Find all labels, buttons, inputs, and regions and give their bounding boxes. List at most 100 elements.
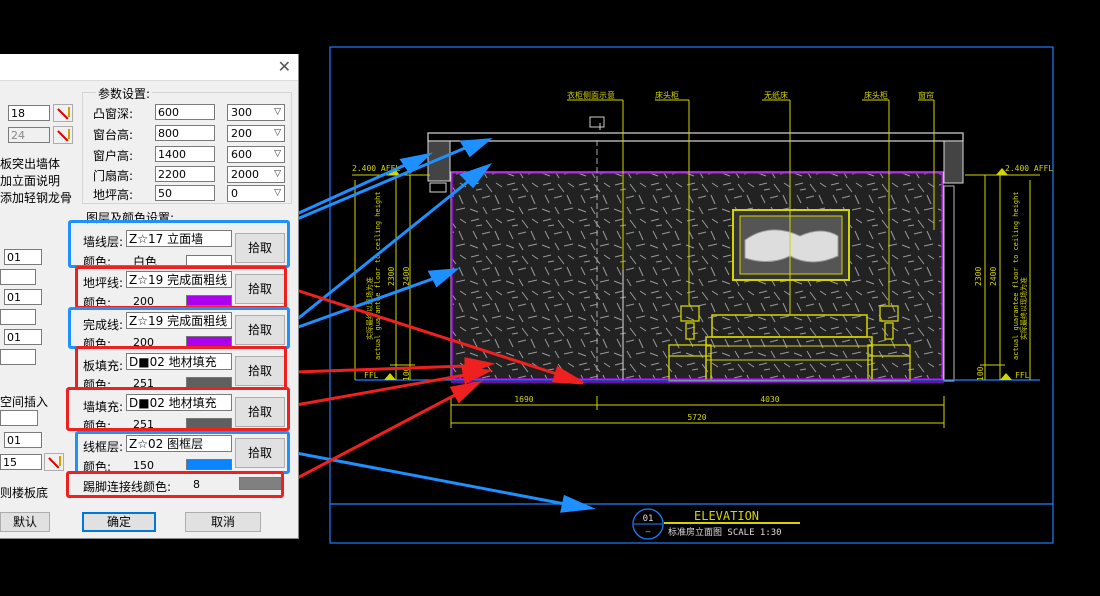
param-input[interactable]: 1400 <box>155 146 215 162</box>
color-value: 200 <box>133 336 154 349</box>
check-label-keel[interactable]: 添加轻钢龙骨 <box>0 191 73 205</box>
close-icon[interactable]: ✕ <box>277 57 291 76</box>
color-value: 200 <box>133 295 154 308</box>
vertical-note-right-en: actual guarantee floor to ceiling height <box>1012 191 1020 360</box>
select-value: 0 <box>231 187 238 200</box>
color-swatch[interactable] <box>186 459 232 470</box>
layer-input[interactable]: Z☆19 完成面粗线 <box>126 312 232 329</box>
param-label: 门扇高: <box>93 169 134 183</box>
chevron-down-icon: ▽ <box>274 149 281 159</box>
dialog-titlebar: ✕ <box>0 54 298 81</box>
highlight-frame-red <box>66 387 290 431</box>
value-input[interactable]: 01 <box>4 329 42 345</box>
blank-input[interactable] <box>0 269 36 285</box>
level-label-left: 2.400 AFFL <box>352 164 400 173</box>
dim-right-a: 2300 <box>974 267 983 286</box>
value-input[interactable]: 01 <box>4 249 42 265</box>
chevron-down-icon: ▽ <box>274 107 281 117</box>
layer-label: 完成线: <box>83 318 124 332</box>
param-select[interactable]: 0▽ <box>227 185 285 202</box>
top-annotations: 衣柜侧面示意 床头柜 无纸床 床头柜 窗帘 <box>567 90 934 100</box>
value-input-disabled: 24 <box>8 127 50 143</box>
pick-point-icon[interactable] <box>53 104 73 122</box>
check-label-note[interactable]: 加立面说明 <box>0 174 61 188</box>
title-circle <box>632 508 664 540</box>
layer-input[interactable]: D■02 地材填充 <box>126 394 232 411</box>
vertical-note-right-cn: 实际最终以现场为准 <box>1019 277 1028 340</box>
param-input[interactable]: 800 <box>155 125 215 141</box>
layer-input[interactable]: D■02 地材填充 <box>126 353 232 370</box>
param-select[interactable]: 200▽ <box>227 125 285 142</box>
annotation-label: 窗帘 <box>918 90 934 100</box>
right-wall <box>943 140 964 184</box>
layer-input[interactable]: Z☆19 完成面粗线 <box>126 271 232 288</box>
chevron-down-icon: ▽ <box>274 169 281 179</box>
blank-input[interactable] <box>0 309 36 325</box>
dim-right-c: 100 <box>976 366 985 381</box>
value-input[interactable]: 18 <box>8 105 50 121</box>
layer-input[interactable]: Z☆02 图框层 <box>126 435 232 452</box>
select-value: 200 <box>231 127 252 140</box>
layer-label: 板填充: <box>83 359 124 373</box>
color-swatch[interactable] <box>186 295 232 306</box>
blue-arrows <box>289 138 596 513</box>
ok-button[interactable]: 确定 <box>82 512 156 532</box>
param-input[interactable]: 50 <box>155 185 215 201</box>
param-select[interactable]: 300▽ <box>227 104 285 121</box>
param-select[interactable]: 2000▽ <box>227 166 285 183</box>
pick-button[interactable]: 拾取 <box>235 438 285 468</box>
chevron-down-icon: ▽ <box>274 188 281 198</box>
left-wall <box>427 140 451 182</box>
highlight-frame-red <box>66 471 284 498</box>
value-input[interactable]: 15 <box>0 454 42 470</box>
cancel-button[interactable]: 取消 <box>185 512 261 532</box>
dim-right-b: 2400 <box>989 267 998 286</box>
pick-point-icon[interactable] <box>44 453 64 471</box>
dim-left-c: 100 <box>402 366 411 381</box>
ffl-label-right: FFL <box>1015 371 1030 380</box>
drawing-frame <box>329 46 1054 544</box>
red-arrows <box>283 288 584 487</box>
title-sub: — <box>646 527 651 536</box>
wallpaper-panel <box>450 171 944 381</box>
blank-input[interactable] <box>0 410 38 426</box>
check-label-slab[interactable]: 板突出墙体 <box>0 157 61 171</box>
title-elevation: ELEVATION <box>694 509 759 523</box>
select-value: 600 <box>231 148 252 161</box>
pick-button[interactable]: 拾取 <box>235 356 285 386</box>
pick-button[interactable]: 拾取 <box>235 397 285 427</box>
nightstand-right <box>867 344 911 382</box>
value-input[interactable]: 01 <box>4 289 42 305</box>
annotation-label: 床头柜 <box>655 90 679 100</box>
value-input[interactable]: 01 <box>4 432 42 448</box>
param-label: 窗户高: <box>93 149 134 163</box>
level-label-right: 2.400 AFFL <box>1005 164 1053 173</box>
layer-input[interactable]: Z☆17 立面墙 <box>126 230 232 247</box>
elevation-settings-dialog: ✕ 18 24 板突出墙体 加立面说明 添加轻钢龙骨 01 01 01 空间插入… <box>0 54 299 539</box>
dim-left-b: 2300 <box>387 267 396 286</box>
kick-color-value: 8 <box>193 478 200 491</box>
param-label: 凸窗深: <box>93 107 134 121</box>
vertical-note-left-en: actual guarantee floor to ceiling height <box>374 191 382 360</box>
pick-button[interactable]: 拾取 <box>235 233 285 263</box>
pick-button[interactable]: 拾取 <box>235 315 285 345</box>
ffl-label-left: FFL <box>364 371 379 380</box>
dim-4030: 4030 <box>760 395 779 404</box>
title-number: 01 <box>643 514 654 524</box>
params-title: 参数设置: <box>96 85 153 102</box>
baseboard-label: 则楼板底 <box>0 486 49 500</box>
default-button[interactable]: 默认 <box>0 512 50 532</box>
highlight-frame-red <box>75 266 287 309</box>
highlight-frame-blue <box>75 431 290 474</box>
param-input[interactable]: 2200 <box>155 166 215 182</box>
param-input[interactable]: 600 <box>155 104 215 120</box>
ceiling-slab <box>427 132 964 142</box>
layer-label: 墙填充: <box>83 400 124 414</box>
blank-input[interactable] <box>0 349 36 365</box>
pick-point-icon[interactable] <box>53 126 73 144</box>
color-value: 251 <box>133 377 154 390</box>
kick-color-label: 踢脚连接线颜色: <box>83 480 172 494</box>
highlight-frame-red <box>75 346 287 390</box>
param-select[interactable]: 600 ▽ <box>227 146 285 163</box>
